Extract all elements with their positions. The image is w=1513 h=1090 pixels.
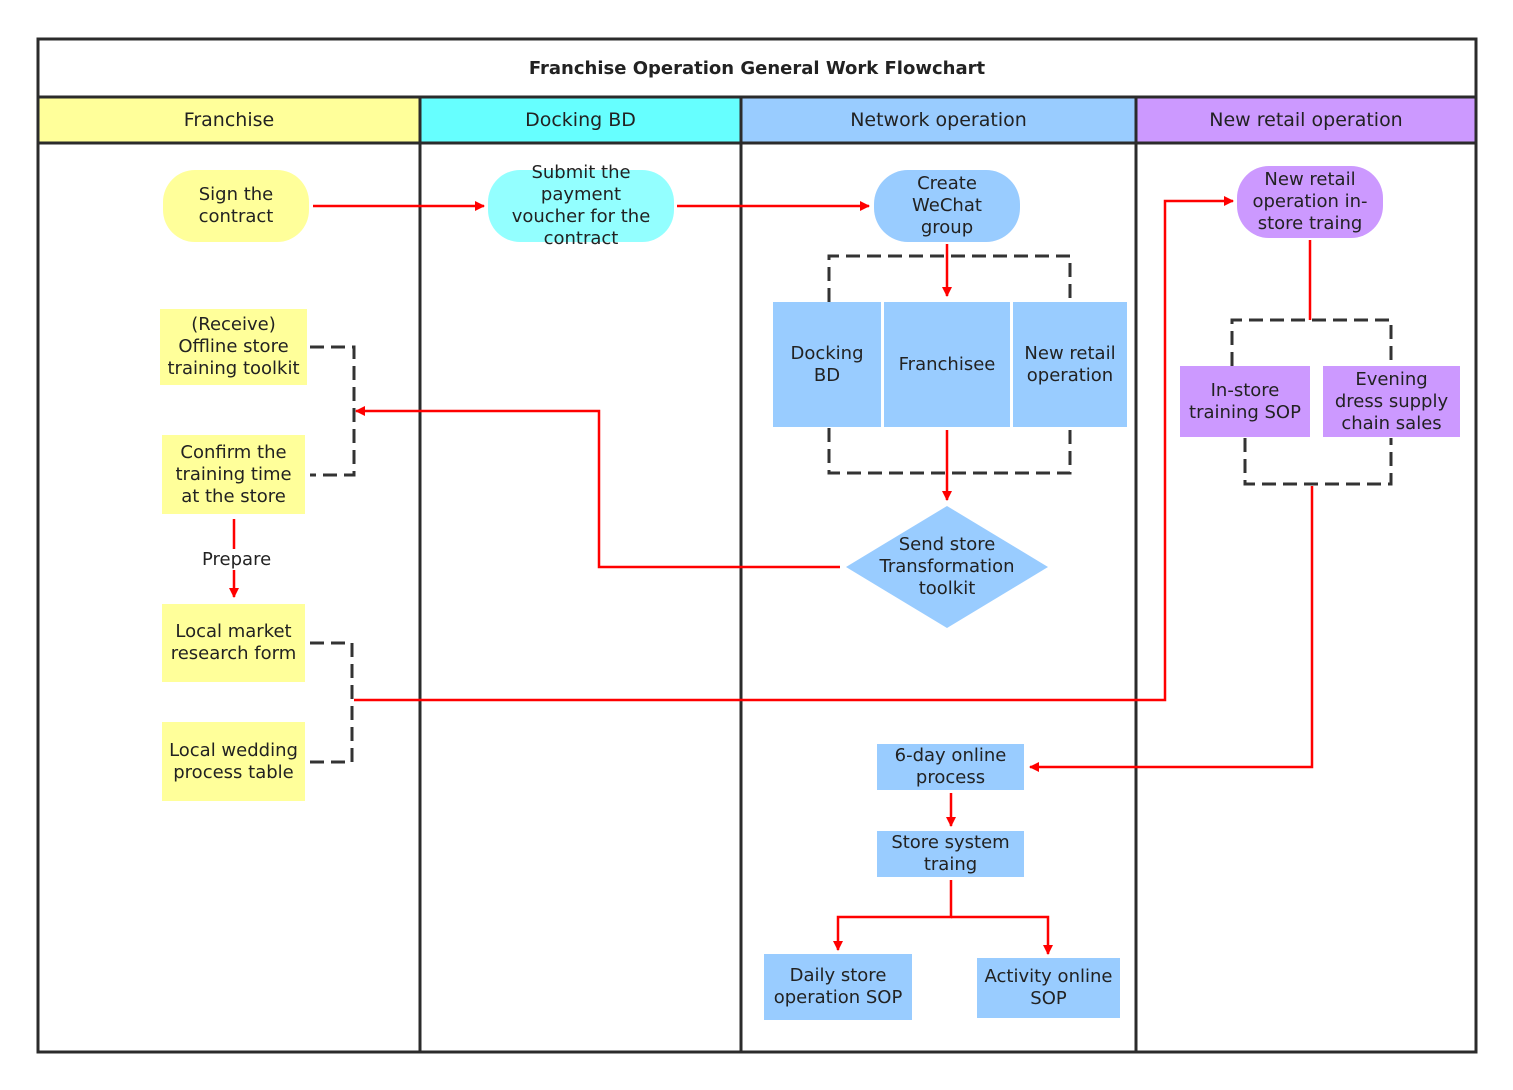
lane-header-new-retail-operation: New retail operation xyxy=(1209,109,1403,131)
node-offline-toolkit[interactable]: (Receive) Offline store training toolkit xyxy=(160,309,307,385)
node-evening-dress[interactable]: Evening dress supply chain sales xyxy=(1323,366,1460,437)
node-confirm-training[interactable]: Confirm the training time at the store xyxy=(162,435,305,514)
arrow-toolkit-to-franchise xyxy=(355,406,840,569)
node-retail-training[interactable]: New retail operation in-store traing xyxy=(1237,166,1383,238)
arrow-retail-to-online xyxy=(1029,486,1314,772)
page-title: Franchise Operation General Work Flowcha… xyxy=(528,57,986,79)
node-system-training[interactable]: Store system traing xyxy=(877,831,1024,877)
node-activity-sop[interactable]: Activity online SOP xyxy=(977,958,1120,1018)
dashed-groups xyxy=(310,254,1393,764)
lane-header-docking-bd: Docking BD xyxy=(525,109,636,131)
decision-diamond[interactable] xyxy=(846,506,1048,628)
node-wedding-table[interactable]: Local wedding process table xyxy=(162,722,305,801)
node-franchisee[interactable]: Franchisee xyxy=(884,302,1010,427)
dashed-bracket-network-top xyxy=(827,254,1072,302)
lane-header-bg-franchise xyxy=(38,97,420,143)
dashed-bracket-network-bottom xyxy=(827,428,1072,475)
lane-header-bg-network xyxy=(741,97,1136,143)
node-docking-bd[interactable]: Docking BD xyxy=(773,302,881,427)
node-instore-sop[interactable]: In-store training SOP xyxy=(1180,366,1310,437)
arrow-system-to-activity xyxy=(951,915,1053,955)
node-daily-sop[interactable]: Daily store operation SOP xyxy=(764,954,912,1020)
lane-header-bg-docking-bd xyxy=(420,97,741,143)
lane-header-franchise: Franchise xyxy=(183,109,275,131)
node-market-research[interactable]: Local market research form xyxy=(162,604,305,682)
node-payment-voucher[interactable]: Submit the payment voucher for the contr… xyxy=(488,162,674,249)
dashed-bracket-toolkit xyxy=(310,345,356,477)
edge-label-prepare: Prepare xyxy=(200,549,274,570)
dashed-bracket-retail-bottom xyxy=(1243,438,1393,486)
lane-header-network-operation: Network operation xyxy=(850,109,1027,131)
arrow-research-to-retail xyxy=(354,196,1234,702)
lane-header-bg-new-retail xyxy=(1136,97,1476,143)
dashed-bracket-retail-top xyxy=(1230,318,1393,366)
node-online-process[interactable]: 6-day online process xyxy=(877,744,1024,790)
dashed-bracket-research xyxy=(310,641,354,764)
node-transformation-toolkit[interactable]: Send store Transformation toolkit xyxy=(879,534,1015,599)
node-sign-contract[interactable]: Sign the contract xyxy=(163,170,309,242)
node-wechat-group[interactable]: Create WeChat group xyxy=(874,170,1020,242)
arrows xyxy=(229,196,1314,955)
outer-frame xyxy=(36,37,1478,1054)
arrow-system-to-daily xyxy=(833,880,953,951)
node-new-retail-operation[interactable]: New retail operation xyxy=(1013,302,1127,427)
